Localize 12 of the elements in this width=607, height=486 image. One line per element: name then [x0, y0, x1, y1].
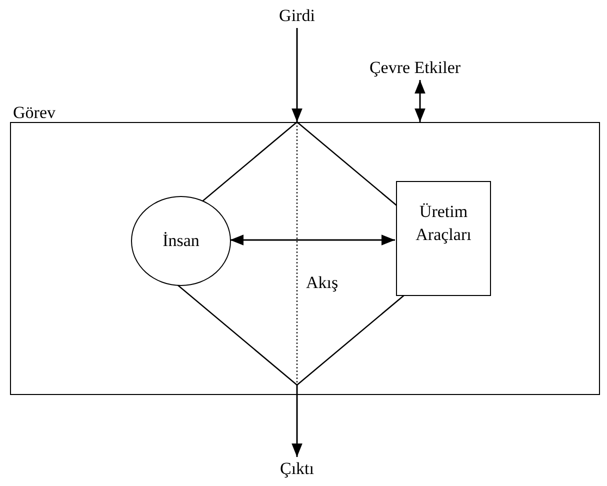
node-label: Görev — [13, 103, 56, 123]
node-label: Üretim Araçları — [414, 201, 472, 246]
arrow — [414, 80, 426, 122]
node-label: Çevre Etkiler — [369, 58, 461, 78]
production-box — [396, 181, 491, 296]
node-label: İnsan — [162, 231, 200, 251]
flow-label: Akış — [306, 273, 338, 293]
node-label: Girdi — [279, 6, 315, 26]
arrow — [292, 28, 302, 122]
node-label: Çıktı — [280, 459, 314, 479]
arrow — [292, 395, 302, 457]
arrow — [230, 234, 395, 246]
